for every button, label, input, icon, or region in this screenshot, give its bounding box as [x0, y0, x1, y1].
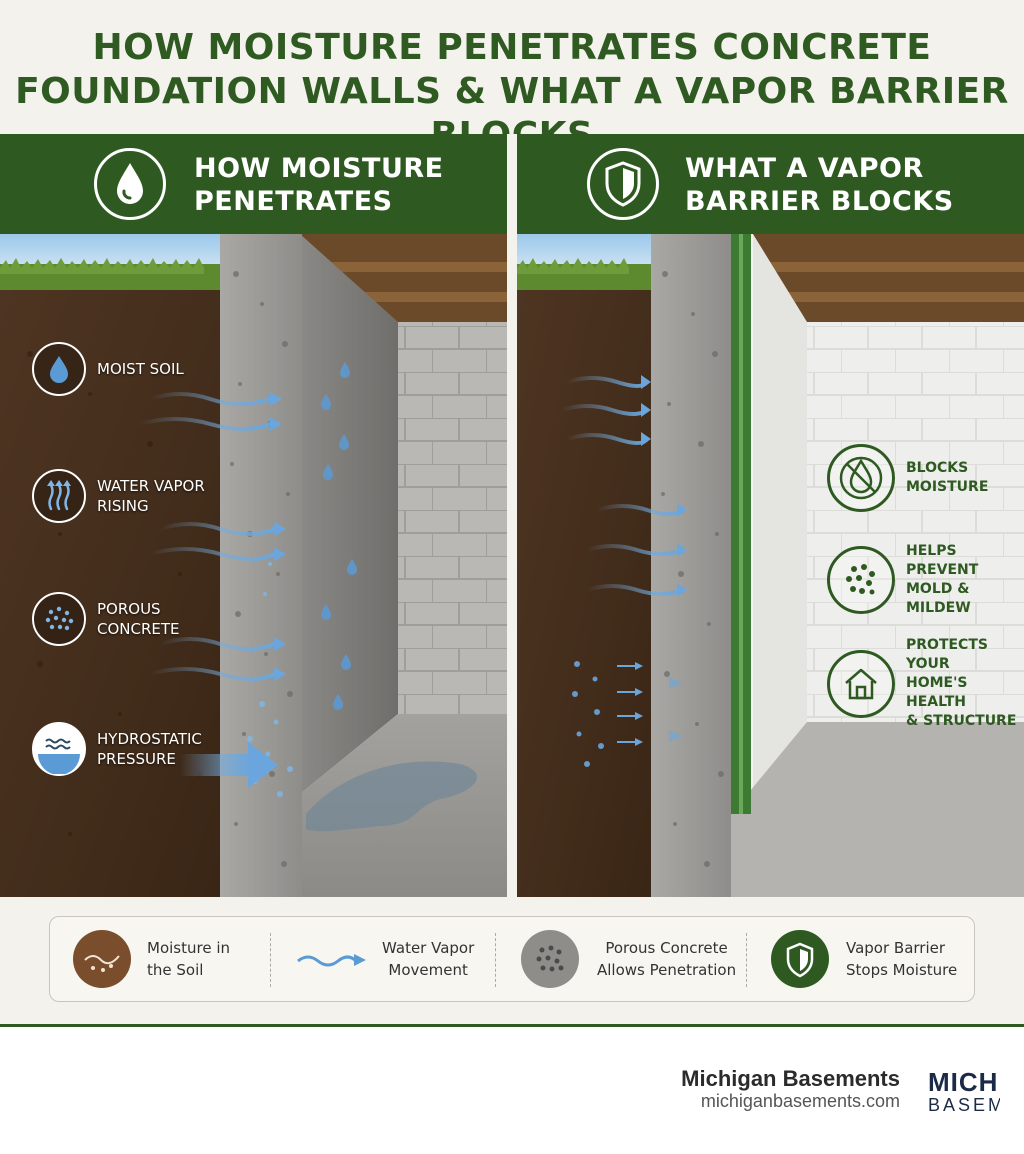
- callout-label: MOIST SOIL: [97, 360, 184, 378]
- benefit-protects-home: PROTECTS YOUR HOME'S HEALTH & STRUCTURE: [827, 636, 1024, 731]
- legend: Moisture in the Soil Water Vapor Movemen…: [49, 916, 975, 1002]
- no-water-icon: [827, 444, 895, 512]
- legend-divider: [746, 933, 747, 987]
- legend-label: Vapor Barrier Stops Moisture: [846, 939, 958, 979]
- callout-porous-concrete: POROUS CONCRETE: [32, 592, 180, 646]
- left-heading-line-2: PENETRATES: [194, 186, 393, 217]
- right-heading-line-2: BARRIER BLOCKS: [685, 186, 954, 217]
- legend-section: Moisture in the Soil Water Vapor Movemen…: [0, 897, 1024, 1024]
- vapor-barrier-panel: WHAT A VAPOR BARRIER BLOCKS: [517, 134, 1024, 897]
- brand-name: Michigan Basements: [681, 1066, 900, 1091]
- shield-icon: [771, 930, 829, 988]
- panel-divider: [507, 134, 517, 897]
- right-cross-section-illustration: BLOCKS MOISTURE HELPS PREVENT MOLD & MIL…: [517, 234, 1024, 897]
- callout-label: HYDROSTATIC PRESSURE: [97, 730, 202, 768]
- moisture-penetration-panel: HOW MOISTURE PENETRATES: [0, 134, 507, 897]
- legend-item-vapor-movement: Water Vapor Movement: [294, 930, 474, 988]
- legend-item-porous-concrete: Porous Concrete Allows Penetration: [521, 930, 736, 988]
- shield-icon: [587, 148, 659, 220]
- right-panel-header: WHAT A VAPOR BARRIER BLOCKS: [517, 134, 1024, 234]
- legend-divider: [270, 933, 271, 987]
- benefit-blocks-moisture: BLOCKS MOISTURE: [827, 444, 988, 512]
- right-panel-title: WHAT A VAPOR BARRIER BLOCKS: [685, 152, 954, 218]
- legend-item-soil: Moisture in the Soil: [73, 930, 230, 988]
- left-cross-section-illustration: MOIST SOIL WATER VAPOR RISING: [0, 234, 507, 897]
- logo-line-1: MICHIGAN: [928, 1067, 1000, 1097]
- left-panel-header: HOW MOISTURE PENETRATES: [0, 134, 507, 234]
- benefit-prevent-mold: HELPS PREVENT MOLD & MILDEW: [827, 542, 1024, 618]
- page-title: HOW MOISTURE PENETRATES CONCRETE FOUNDAT…: [0, 0, 1024, 156]
- water-drop-icon: [94, 148, 166, 220]
- callout-label: POROUS CONCRETE: [97, 600, 180, 638]
- footer: Michigan Basements michiganbasements.com…: [0, 1027, 1024, 1154]
- callout-water-vapor-rising: WATER VAPOR RISING: [32, 469, 205, 523]
- water-waves-icon: [32, 722, 86, 776]
- wavy-arrow-icon: [294, 930, 368, 988]
- logo-line-2: BASEMENTS: [928, 1095, 1000, 1115]
- house-icon: [827, 649, 895, 718]
- footer-rule: [0, 1024, 1024, 1027]
- legend-label: Porous Concrete Allows Penetration: [597, 939, 737, 979]
- porous-dots-icon: [32, 592, 86, 646]
- callout-hydrostatic-pressure: HYDROSTATIC PRESSURE: [32, 722, 202, 776]
- left-panel-title: HOW MOISTURE PENETRATES: [194, 152, 444, 218]
- benefit-label: BLOCKS MOISTURE: [906, 460, 989, 495]
- benefit-label: HELPS PREVENT MOLD & MILDEW: [906, 543, 979, 616]
- water-drop-icon: [32, 342, 86, 396]
- legend-label: Moisture in the Soil: [147, 939, 230, 979]
- mold-spores-icon: [827, 546, 895, 614]
- right-heading-line-1: WHAT A VAPOR: [685, 153, 924, 184]
- callout-moist-soil: MOIST SOIL: [32, 342, 184, 396]
- benefit-label: PROTECTS YOUR HOME'S HEALTH & STRUCTURE: [906, 637, 1017, 729]
- company-logo: MICHIGAN BASEMENTS: [928, 1067, 1000, 1117]
- brand-url[interactable]: michiganbasements.com: [700, 1091, 900, 1111]
- legend-item-vapor-barrier: Vapor Barrier Stops Moisture: [771, 930, 957, 988]
- legend-divider: [495, 933, 496, 987]
- porous-concrete-icon: [521, 930, 579, 988]
- callout-label: WATER VAPOR RISING: [97, 477, 205, 515]
- rising-vapor-arrows-icon: [32, 469, 86, 523]
- title-line-1: HOW MOISTURE PENETRATES CONCRETE: [92, 27, 932, 68]
- left-heading-line-1: HOW MOISTURE: [194, 153, 444, 184]
- soil-icon: [73, 930, 131, 988]
- legend-label: Water Vapor Movement: [382, 939, 475, 979]
